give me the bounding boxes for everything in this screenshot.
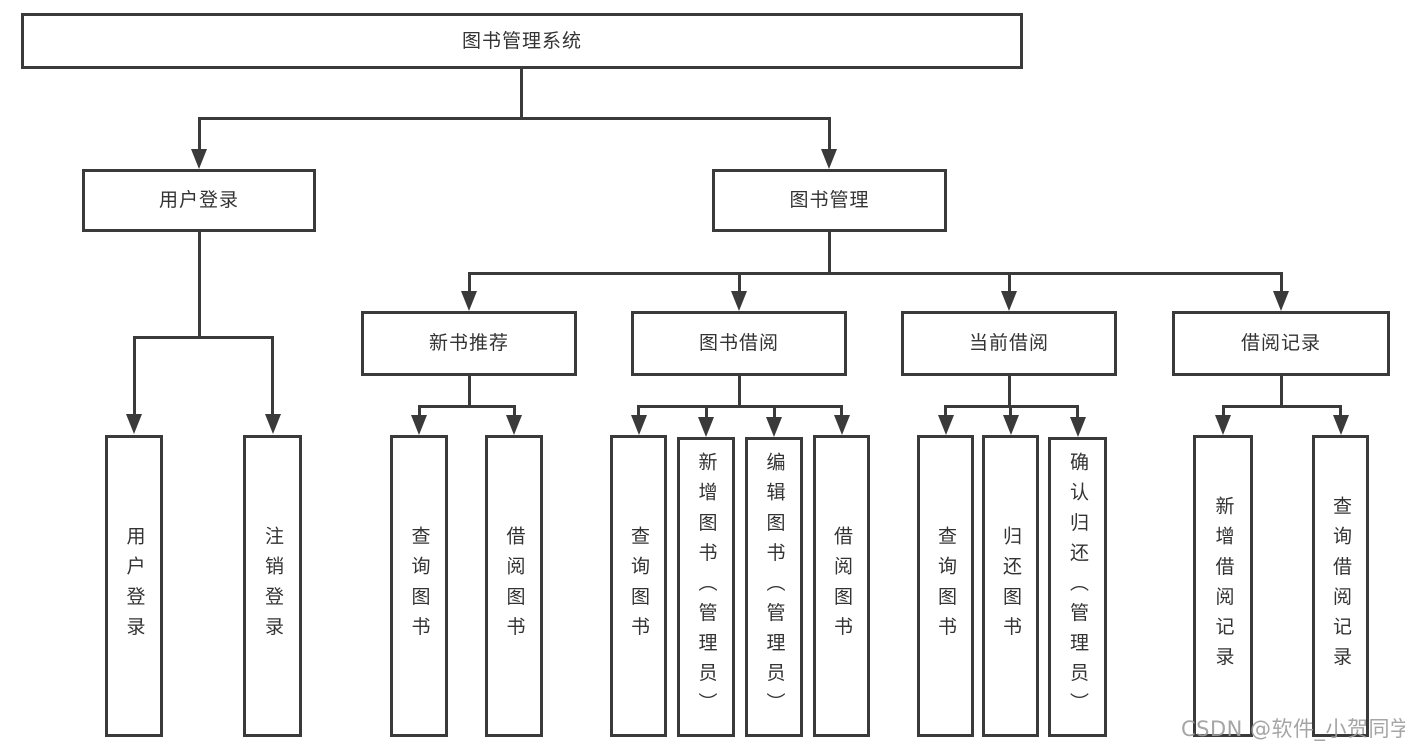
node-v-return-book: 归还图书 [982, 435, 1039, 737]
node-label-v-user-login: 用户登录 [123, 525, 146, 647]
connector-0-drop-0 [197, 117, 201, 153]
connector-4-arrowhead-1 [698, 417, 714, 437]
connector-6-arrowhead-1 [1332, 415, 1349, 435]
node-root: 图书管理系统 [21, 13, 1023, 69]
connector-4-stem [737, 376, 741, 408]
connector-2-arrowhead-1 [731, 291, 747, 311]
node-label-new-book-recommend: 新书推荐 [428, 332, 509, 354]
connector-4-drop-2 [772, 405, 776, 421]
connector-3-drop-0 [417, 405, 421, 419]
node-new-book-recommend: 新书推荐 [361, 311, 577, 376]
node-v-edit-book-admin: 编辑图书（管理员） [745, 437, 803, 737]
node-v-borrow-book-1: 借阅图书 [485, 435, 543, 737]
connector-1-drop-0 [132, 336, 136, 418]
connector-5-arrowhead-0 [937, 415, 954, 435]
node-label-v-add-borrow-record: 新增借阅记录 [1212, 495, 1235, 677]
node-v-user-login: 用户登录 [105, 435, 163, 737]
node-label-book-borrow: 图书借阅 [698, 332, 779, 354]
connector-3-stem [467, 376, 471, 408]
connector-2-drop-3 [1279, 272, 1283, 295]
node-label-current-borrow: 当前借阅 [968, 332, 1049, 354]
node-label-user-login: 用户登录 [158, 189, 239, 211]
node-borrow-record: 借阅记录 [1172, 311, 1390, 376]
connector-6-drop-0 [1221, 405, 1225, 419]
node-label-v-query-book-3: 查询图书 [935, 525, 957, 647]
connector-2-arrowhead-2 [1001, 291, 1017, 311]
connector-0-rail [197, 117, 831, 120]
node-label-v-borrow-book-1: 借阅图书 [503, 525, 526, 647]
node-label-root: 图书管理系统 [461, 29, 582, 52]
connector-0-arrowhead-1 [821, 149, 837, 169]
connector-6-arrowhead-0 [1215, 415, 1231, 435]
connector-0-drop-1 [827, 117, 831, 153]
connector-4-drop-1 [704, 405, 708, 421]
node-v-confirm-return-admin: 确认归还（管理员） [1048, 437, 1107, 737]
connector-2-rail [467, 272, 1283, 275]
connector-5-arrowhead-2 [1069, 417, 1086, 437]
node-v-logout: 注销登录 [243, 435, 302, 737]
connector-1-arrowhead-1 [264, 414, 281, 434]
node-label-v-query-book-2: 查询图书 [628, 525, 650, 647]
node-v-query-book-1: 查询图书 [390, 435, 448, 737]
node-v-query-book-3: 查询图书 [917, 435, 974, 737]
node-label-v-query-book-1: 查询图书 [408, 525, 431, 647]
node-v-query-borrow-record: 查询借阅记录 [1312, 435, 1369, 737]
connector-5-arrowhead-1 [1002, 415, 1019, 435]
connector-5-drop-2 [1076, 405, 1079, 421]
connector-2-drop-2 [1007, 272, 1011, 295]
node-label-v-edit-book-admin: 编辑图书（管理员） [763, 451, 786, 723]
connector-3-arrowhead-0 [411, 415, 427, 435]
node-v-add-book-admin: 新增图书（管理员） [677, 437, 735, 737]
connector-5-drop-1 [1009, 405, 1012, 419]
connector-3-drop-1 [512, 405, 516, 419]
watermark: CSDN @软件_小贺同学 [1181, 717, 1405, 741]
connector-2-arrowhead-3 [1273, 291, 1289, 311]
node-current-borrow: 当前借阅 [901, 311, 1117, 376]
node-label-v-borrow-book-2: 借阅图书 [831, 525, 853, 647]
connector-4-arrowhead-2 [766, 417, 782, 437]
connector-1-rail [132, 336, 274, 339]
connector-2-drop-0 [467, 272, 471, 295]
connector-1-drop-1 [271, 336, 274, 418]
connector-2-stem [827, 232, 831, 275]
connector-3-arrowhead-1 [506, 415, 522, 435]
connector-5-stem [1007, 376, 1011, 408]
connector-6-drop-1 [1339, 405, 1342, 419]
connector-4-arrowhead-3 [833, 415, 850, 435]
connector-3-rail [417, 405, 516, 408]
connector-4-drop-3 [840, 405, 843, 419]
node-label-borrow-record: 借阅记录 [1240, 332, 1321, 354]
connector-5-drop-0 [944, 405, 947, 419]
connector-2-arrowhead-0 [461, 291, 477, 311]
connector-4-drop-0 [637, 405, 640, 419]
node-book-borrow: 图书借阅 [631, 311, 847, 376]
node-label-v-return-book: 归还图书 [1000, 525, 1022, 647]
connector-1-arrowhead-0 [126, 414, 142, 434]
node-label-v-add-book-admin: 新增图书（管理员） [695, 451, 718, 723]
node-v-query-book-2: 查询图书 [610, 435, 667, 737]
node-label-v-confirm-return-admin: 确认归还（管理员） [1067, 451, 1089, 723]
connector-0-stem [519, 69, 523, 120]
node-v-borrow-book-2: 借阅图书 [813, 435, 870, 737]
connector-1-stem [197, 232, 201, 339]
node-user-login: 用户登录 [82, 169, 316, 232]
connector-4-rail [637, 405, 843, 408]
node-label-v-logout: 注销登录 [262, 525, 284, 647]
node-label-v-query-borrow-record: 查询借阅记录 [1330, 495, 1352, 677]
connector-2-drop-1 [737, 272, 741, 295]
connector-0-arrowhead-0 [191, 149, 207, 169]
connector-4-arrowhead-0 [630, 415, 647, 435]
connector-6-rail [1221, 405, 1342, 408]
node-book-management: 图书管理 [712, 169, 947, 232]
node-v-add-borrow-record: 新增借阅记录 [1193, 435, 1253, 737]
node-label-book-management: 图书管理 [789, 189, 870, 211]
connector-6-stem [1279, 376, 1283, 408]
